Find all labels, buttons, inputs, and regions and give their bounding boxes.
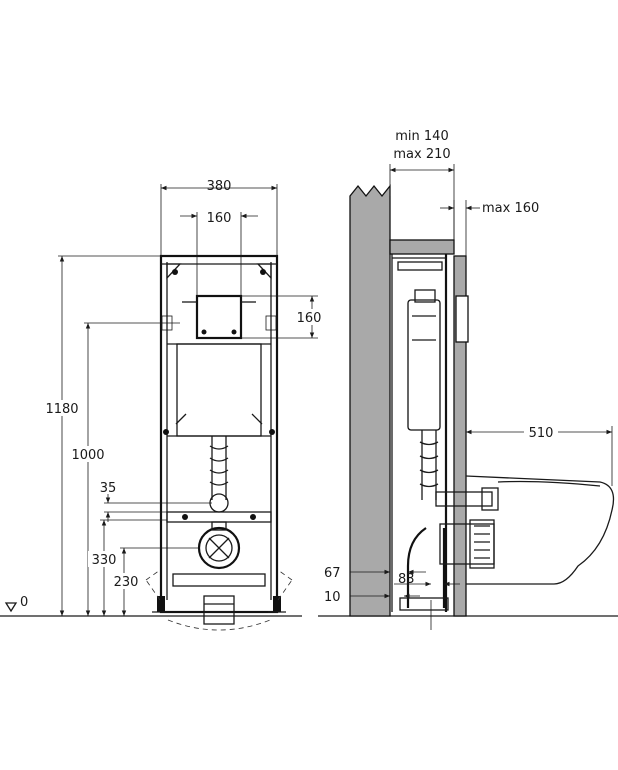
- dim-label-330: 330: [92, 553, 117, 568]
- dim-bowl-projection: 510: [466, 424, 613, 486]
- side-view: min 140 max 210 max 160 510 67 83: [324, 129, 615, 630]
- dim-label-510: 510: [529, 426, 554, 441]
- dim-label-67: 67: [324, 566, 341, 581]
- frame: [145, 254, 293, 631]
- dim-label-160-width: 160: [207, 211, 232, 226]
- dim-bracket-height: 230: [110, 547, 199, 616]
- dim-label-35: 35: [100, 481, 117, 496]
- dim-pipe-gap: 83: [394, 572, 460, 587]
- dim-label-1000: 1000: [71, 448, 104, 463]
- dim-drain-offset: 35: [100, 481, 212, 522]
- dim-label-230: 230: [114, 575, 139, 590]
- dim-button-height: 160: [241, 295, 324, 339]
- flush-plate: [455, 295, 469, 343]
- dim-drain-height: 330: [88, 519, 167, 616]
- front-view: 380 160 160 1180 1: [4, 179, 324, 631]
- dim-label-0: 0: [20, 595, 28, 610]
- dim-label-83: 83: [398, 572, 415, 587]
- dim-button-width: 160: [180, 211, 258, 296]
- front-panel: [453, 255, 467, 617]
- floor-level-marker: 0: [4, 595, 28, 613]
- dim-label-380: 380: [207, 179, 232, 194]
- wall-section: [349, 184, 391, 617]
- dim-label-max-210: max 210: [393, 147, 450, 162]
- dim-label-160-height: 160: [297, 311, 322, 326]
- dim-label-10: 10: [324, 590, 341, 605]
- cistern: [407, 299, 441, 431]
- dim-label-1180: 1180: [45, 402, 78, 417]
- dim-button-from-floor: 1000: [68, 322, 180, 616]
- toilet-bowl: [465, 475, 615, 585]
- dim-panel-depth: max 160: [440, 200, 539, 256]
- dim-total-height: 1180: [42, 255, 161, 616]
- dim-floor-offset: 10: [324, 590, 420, 605]
- dim-label-max-160: max 160: [482, 201, 539, 216]
- dim-frame-width: 380: [160, 179, 278, 256]
- dim-pipe-offset: 67: [324, 566, 426, 581]
- dim-wall-depth: min 140 max 210: [389, 129, 455, 240]
- dim-label-min-140: min 140: [395, 129, 448, 144]
